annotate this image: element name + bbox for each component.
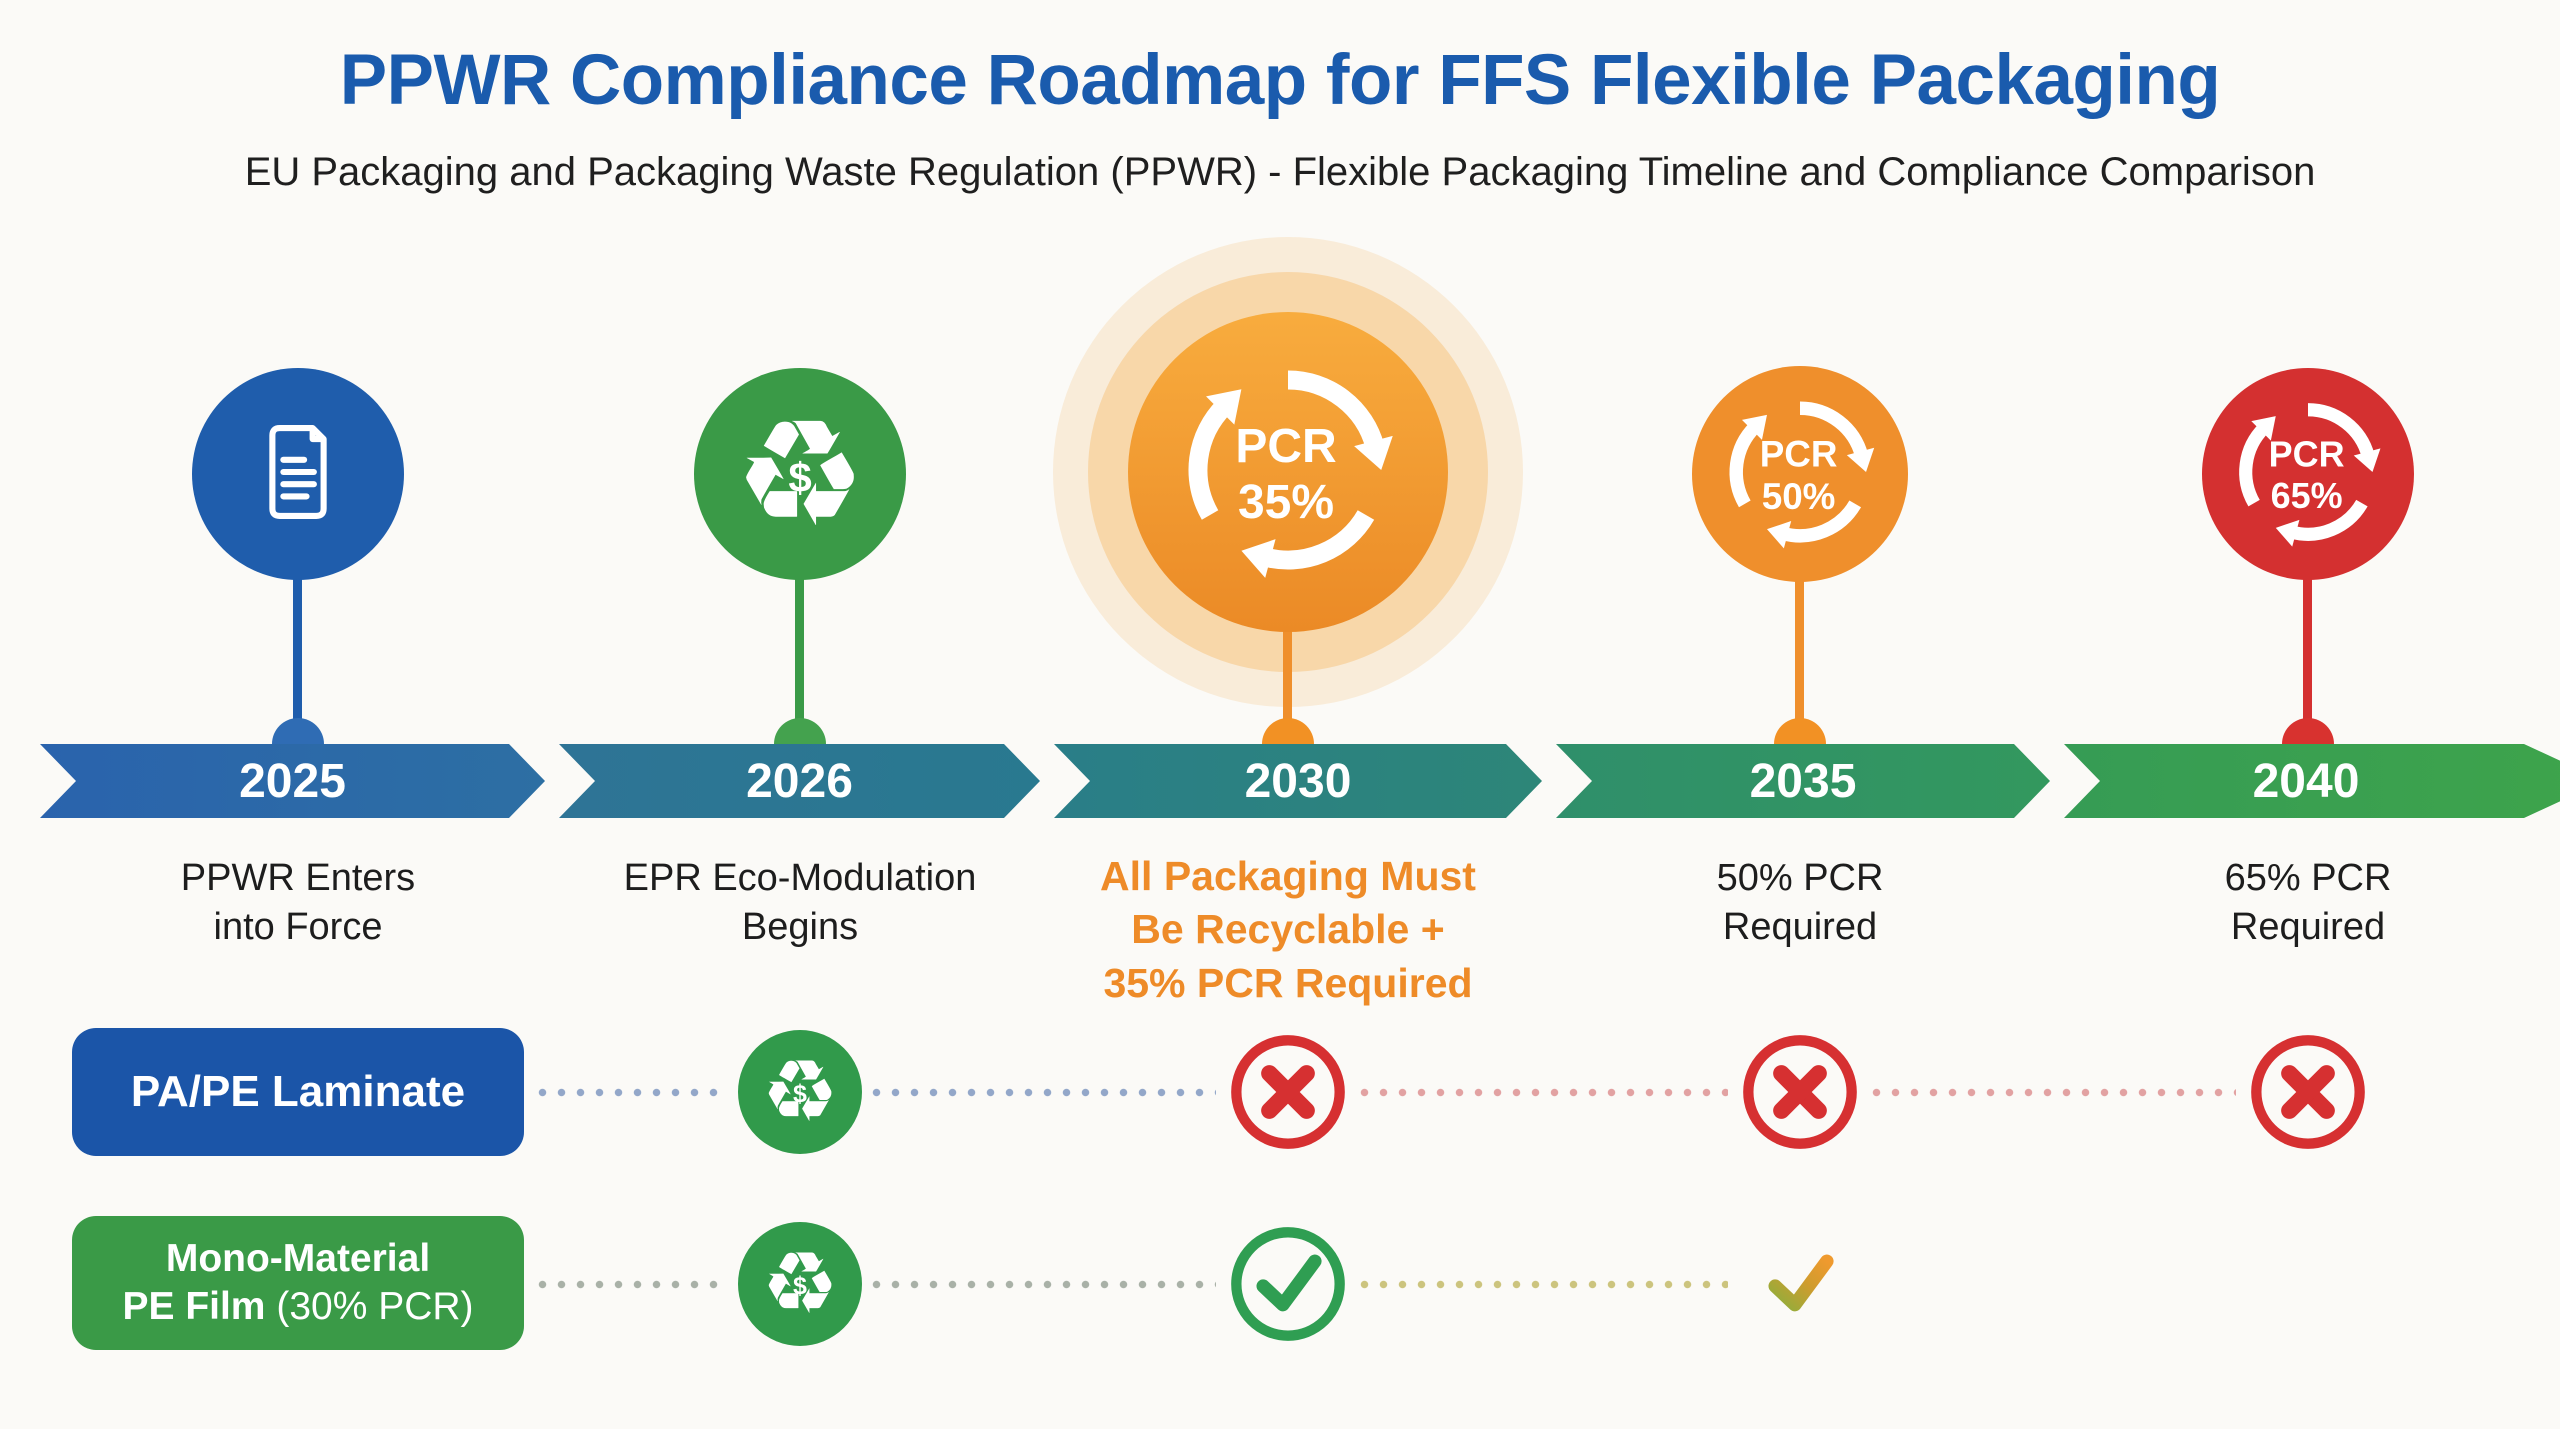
dollar-icon: $ bbox=[793, 1271, 807, 1300]
milestone-2026-circle: ♻ $ bbox=[694, 368, 906, 580]
pcr-cycle-icon: PCR 65% bbox=[2225, 389, 2391, 560]
milestone-2025-caption: PPWR Enters into Force bbox=[180, 857, 416, 948]
timeline-segment-2025: 2025 bbox=[40, 744, 545, 818]
status-recycle-epr-icon: ♻ $ bbox=[738, 1222, 862, 1346]
milestone-2035-caption: 50% PCR Required bbox=[1716, 857, 1884, 948]
material-name-line1: Mono-Material bbox=[165, 1237, 431, 1281]
milestone-2040-caption: 65% PCR Required bbox=[2224, 857, 2392, 948]
material-pa-pe-laminate: PA/PE Laminate bbox=[72, 1028, 524, 1156]
material-name: PA/PE Laminate bbox=[130, 1067, 466, 1116]
milestone-2040-circle: PCR 65% bbox=[2202, 368, 2414, 580]
connector-dots bbox=[538, 1280, 728, 1289]
timeline-segment-2030: 2030 bbox=[1054, 744, 1542, 818]
document-icon bbox=[237, 411, 359, 538]
milestone-2030-caption: All Packaging Must Be Recyclable + 35% P… bbox=[1100, 853, 1476, 1006]
recycle-dollar-icon: ♻ $ bbox=[694, 368, 906, 580]
status-cross-icon bbox=[2246, 1030, 2370, 1154]
pcr-cycle-icon: PCR 35% bbox=[1168, 350, 1408, 595]
milestone-2025-stem bbox=[293, 576, 302, 748]
connector-dots bbox=[1872, 1088, 2236, 1097]
dollar-icon: $ bbox=[793, 1079, 807, 1108]
timeline-segment-2035: 2035 bbox=[1556, 744, 2050, 818]
milestone-2040-stem bbox=[2303, 576, 2312, 748]
svg-text:PCR: PCR bbox=[1760, 433, 1838, 474]
milestone-2026-stem bbox=[795, 576, 804, 748]
year-label: 2026 bbox=[746, 754, 853, 808]
timeline-band: 2025 2026 2030 2035 2040 bbox=[40, 744, 2560, 818]
timeline-segment-2026: 2026 bbox=[559, 744, 1040, 818]
connector-dots bbox=[872, 1280, 1216, 1289]
status-recycle-epr-icon: ♻ $ bbox=[738, 1030, 862, 1154]
pcr-cycle-icon: PCR 50% bbox=[1715, 387, 1885, 562]
year-label: 2035 bbox=[1749, 754, 1857, 808]
status-check-icon bbox=[1226, 1222, 1350, 1346]
svg-text:50%: 50% bbox=[1762, 475, 1836, 516]
year-label: 2030 bbox=[1244, 754, 1352, 808]
material-name-line2: PE Film (30% PCR) bbox=[122, 1285, 474, 1328]
connector-dots bbox=[872, 1088, 1216, 1097]
recycle-icon: ♻ bbox=[761, 1234, 839, 1334]
connector-dots bbox=[1360, 1280, 1728, 1289]
recycle-icon: ♻ bbox=[733, 388, 867, 560]
material-mono-pe-film: Mono-Material PE Film (30% PCR) bbox=[72, 1216, 524, 1350]
year-label: 2040 bbox=[2252, 754, 2360, 808]
connector-dots bbox=[1360, 1088, 1728, 1097]
milestone-2025-circle bbox=[192, 368, 404, 580]
milestone-2035-circle: PCR 50% bbox=[1692, 366, 1908, 582]
timeline-segment-2040: 2040 bbox=[2064, 744, 2560, 818]
status-cross-icon bbox=[1738, 1030, 1862, 1154]
svg-text:PCR: PCR bbox=[2269, 433, 2345, 474]
status-check-transition-icon bbox=[1738, 1222, 1862, 1346]
page-subtitle: EU Packaging and Packaging Waste Regulat… bbox=[244, 150, 2316, 194]
status-cross-icon bbox=[1226, 1030, 1350, 1154]
recycle-icon: ♻ bbox=[761, 1042, 839, 1142]
connector-dots bbox=[538, 1088, 728, 1097]
milestone-2035-stem bbox=[1795, 578, 1804, 748]
svg-text:65%: 65% bbox=[2271, 474, 2343, 515]
milestone-2026-caption: EPR Eco-Modulation Begins bbox=[623, 857, 977, 948]
dollar-icon: $ bbox=[788, 453, 812, 501]
year-label: 2025 bbox=[239, 754, 346, 808]
svg-text:35%: 35% bbox=[1238, 476, 1334, 529]
milestone-2030-stem bbox=[1283, 628, 1292, 748]
milestone-2030-circle: PCR 35% bbox=[1128, 312, 1448, 632]
page-title: PPWR Compliance Roadmap for FFS Flexible… bbox=[339, 41, 2221, 120]
svg-text:PCR: PCR bbox=[1235, 420, 1336, 473]
